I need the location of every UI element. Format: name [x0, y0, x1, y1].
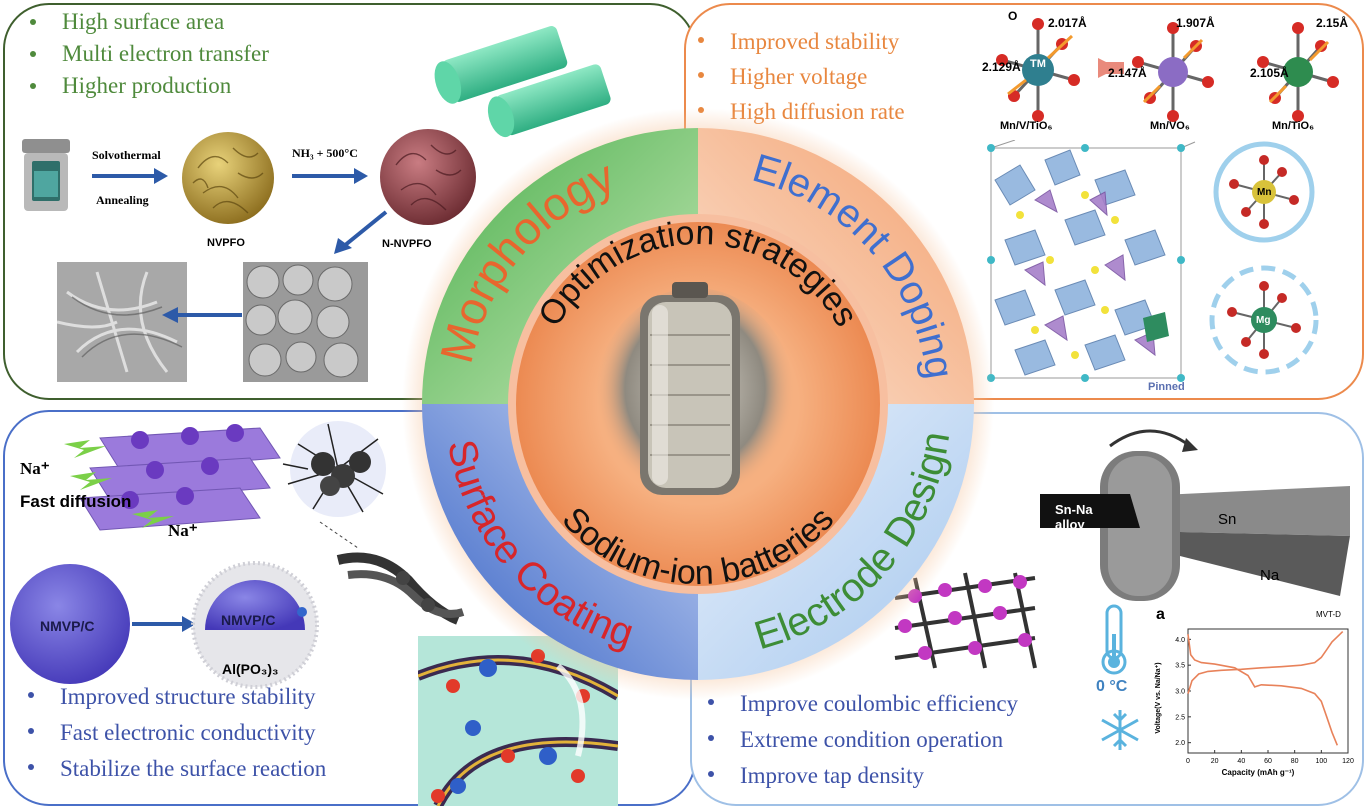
- series-line-charge: [1187, 631, 1344, 694]
- x-tick-label: 20: [1211, 758, 1219, 765]
- cylinders-illustration: [434, 26, 611, 138]
- mn-label: Mn: [1257, 187, 1272, 198]
- chart-title: MVT-D: [1316, 610, 1341, 619]
- alloy-line-2: alloy: [1055, 517, 1085, 532]
- lightning-icons: [64, 440, 112, 490]
- y-tick-label: 3.5: [1175, 663, 1185, 670]
- series-line-discharge: [1187, 634, 1339, 746]
- sn-na-alloy-label: Sn-Na alloy: [1055, 502, 1093, 532]
- temperature-label: 0 °C: [1096, 678, 1128, 695]
- na-ion-label: Na⁺: [168, 521, 198, 540]
- octahedra-comparison: [996, 18, 1339, 122]
- bullet-item: High surface area: [22, 6, 269, 38]
- y-tick-label: 2.5: [1175, 714, 1185, 721]
- crystal-structure-illustration: [987, 140, 1196, 382]
- arrow-right-icon: [292, 168, 368, 184]
- chart-panel-letter: a: [1156, 606, 1165, 623]
- step-label-annealing: Annealing: [96, 193, 149, 207]
- sem-image-2: [243, 262, 368, 382]
- x-tick-label: 120: [1342, 758, 1354, 765]
- nmvp-sphere: [10, 564, 130, 684]
- arrow-left-icon: [162, 307, 242, 323]
- arrow-right-icon: [92, 168, 168, 184]
- electrode-bullet-list: Improve coulombic efficiency Extreme con…: [700, 686, 1018, 794]
- sn-label: Sn: [1218, 511, 1237, 528]
- octahedron-caption: Mn/TiO₆: [1272, 120, 1315, 132]
- x-tick-label: 60: [1264, 758, 1272, 765]
- x-tick-label: 80: [1291, 758, 1299, 765]
- octahedron-caption: Mn/VO₆: [1150, 120, 1190, 132]
- fast-diffusion-label: Fast diffusion: [20, 492, 132, 511]
- nanoparticle-cluster-illustration: [282, 421, 386, 517]
- oxygen-label: O: [1008, 9, 1018, 23]
- bond-length-label: 2.129Å: [982, 60, 1021, 74]
- nvpfo-flower-particle: [182, 132, 274, 224]
- voltage-capacity-chart: a MVT-D Capacity (mAh g⁻¹) Voltage(V vs.…: [1155, 606, 1354, 777]
- nmvp-coated-label: NMVP/C: [221, 612, 276, 628]
- coating-bullet-list: Improved structure stability Fast electr…: [20, 679, 326, 787]
- coated-nmvp-sphere: [191, 561, 319, 689]
- y-tick-label: 2.0: [1175, 740, 1185, 747]
- pinned-label: Pinned: [1148, 381, 1185, 393]
- autoclave-icon: [22, 139, 70, 211]
- dopant-site-diagrams: [1209, 141, 1319, 375]
- chart-xlabel: Capacity (mAh g⁻¹): [1222, 768, 1295, 777]
- nmvp-label: NMVP/C: [40, 618, 95, 634]
- n-nvpfo-label: N-NVPFO: [382, 238, 432, 250]
- snowflake-icon: [1101, 710, 1139, 750]
- x-tick-label: 0: [1186, 758, 1190, 765]
- nvpfo-label: NVPFO: [207, 237, 245, 249]
- bullet-item: Improve tap density: [700, 758, 1018, 794]
- na-ion-label: Na⁺: [20, 459, 50, 478]
- bullet-item: Higher voltage: [690, 59, 905, 94]
- y-tick-label: 4.0: [1175, 637, 1185, 644]
- y-tick-label: 3.0: [1175, 689, 1185, 696]
- sem-image-1: [57, 262, 187, 382]
- bond-length-label: 1.907Å: [1176, 16, 1215, 30]
- battery-image: [595, 282, 795, 512]
- bond-length-label: 2.105Å: [1250, 66, 1289, 80]
- mg-label: Mg: [1256, 315, 1271, 326]
- bond-length-label: 2.15Å: [1316, 16, 1349, 30]
- lightning-icon: [132, 510, 174, 528]
- alloy-line-1: Sn-Na: [1055, 502, 1093, 517]
- bullet-item: Extreme condition operation: [700, 722, 1018, 758]
- n-nvpfo-flower-particle: [380, 129, 476, 225]
- arrow-right-icon: [132, 616, 196, 632]
- step-label-solvothermal: Solvothermal: [92, 148, 161, 162]
- layered-sheets-illustration: [79, 424, 281, 531]
- x-tick-label: 100: [1315, 758, 1327, 765]
- bullet-item: Improved structure stability: [20, 679, 326, 715]
- bullet-item: Fast electronic conductivity: [20, 715, 326, 751]
- bullet-item: Improve coulombic efficiency: [700, 686, 1018, 722]
- bullet-item: Multi electron transfer: [22, 38, 269, 70]
- x-tick-label: 40: [1237, 758, 1245, 765]
- chart-ylabel: Voltage(V vs. Na/Na⁺): [1155, 662, 1162, 733]
- octahedron-caption: Mn/V/TiO₆: [1000, 120, 1053, 132]
- morphology-bullet-list: High surface area Multi electron transfe…: [22, 6, 269, 102]
- bullet-item: Improved stability: [690, 24, 905, 59]
- step-label-nh3: NH₃ + 500°C: [292, 146, 358, 160]
- nanotube-illustration: [319, 521, 465, 625]
- tm-label: TM: [1030, 58, 1046, 70]
- bullet-item: Stabilize the surface reaction: [20, 751, 326, 787]
- thermometer-icon: [1101, 604, 1127, 675]
- arrow-down-left-icon: [334, 210, 388, 254]
- roll-pressing-illustration: [1040, 429, 1350, 601]
- bullet-item: Higher production: [22, 70, 269, 102]
- bond-length-label: 2.147Å: [1108, 66, 1147, 80]
- coating-label: Al(PO₃)₃: [222, 661, 279, 677]
- na-label: Na: [1260, 567, 1280, 584]
- bond-length-label: 2.017Å: [1048, 16, 1087, 30]
